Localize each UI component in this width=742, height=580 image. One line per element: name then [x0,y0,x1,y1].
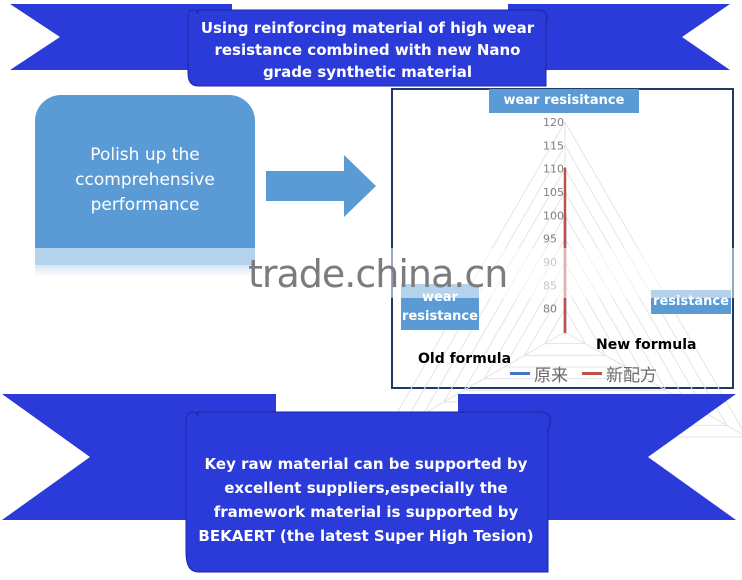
radar-spoke [564,331,742,435]
ribbon-center [187,9,548,87]
radar-tick-label: 80 [543,303,557,316]
bottom-banner-line: BEKAERT (the latest Super High Tesion) [198,527,534,545]
performance-card: Polish up the ccomprehensive performance [35,95,255,265]
top-banner-line: grade synthetic material [262,63,473,81]
bottom-banner-line: Key raw material can be supported by [204,455,528,473]
bottom-banner-line: framework material is supported by [213,503,519,521]
top-banner-text: Using reinforcing material of high wear … [195,17,540,83]
radar-tick-label: 100 [543,209,564,222]
ribbon-center [185,411,551,573]
left-axis-tag-line: resistance [402,309,478,324]
bottom-banner-text: Key raw material can be supported by exc… [190,452,542,548]
chart-legend: 原来 新配方 [510,361,657,386]
radar-grid-ring [543,307,587,345]
performance-card-text: Polish up the ccomprehensive performance [75,144,215,215]
radar-grid-ring [463,214,667,391]
radar-grid-ring [503,261,627,368]
right-arrow-icon [266,155,376,217]
chart-title-tag: wear resisitance [489,89,639,113]
new-formula-label: New formula [596,337,697,353]
top-banner-line: resistance combined with new Nano [214,41,521,59]
bottom-ribbon-banner [2,394,736,573]
radar-tick-label: 120 [543,116,564,129]
radar-tick-label: 105 [543,186,564,199]
radar-tick-label: 95 [543,233,557,246]
ribbon-left-tail [10,4,232,70]
ribbon-right-tail [508,4,730,70]
top-ribbon-banner [10,4,730,87]
radar-tick-label: 115 [543,139,564,152]
watermark-text: trade.china.cn [248,252,508,296]
legend-swatch-old [510,372,530,375]
legend-swatch-new [582,372,602,375]
radar-grid-ring [523,284,607,356]
old-formula-label: Old formula [418,351,512,367]
legend-item-new: 新配方 [606,366,657,386]
legend-item-old: 原来 [534,366,568,386]
radar-grid-ring [483,237,647,380]
bottom-banner-line: excellent suppliers,especially the [224,479,508,497]
radar-tick-label: 110 [543,163,564,176]
watermark-band: trade.china.cn [0,248,742,298]
top-banner-line: Using reinforcing material of high wear [200,19,535,37]
